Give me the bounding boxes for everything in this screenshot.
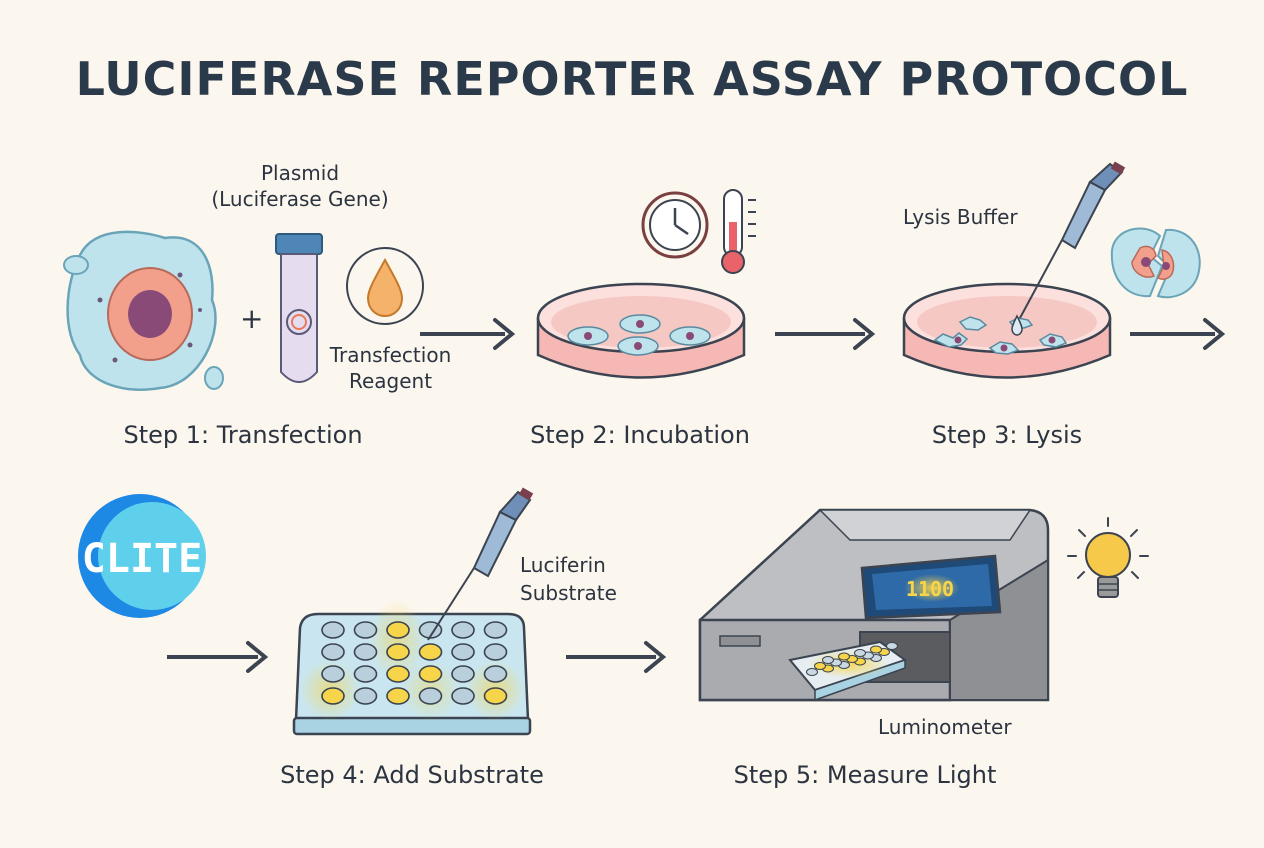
transfection-reagent-label: Transfection <box>329 343 452 367</box>
test-tube-icon <box>275 233 323 383</box>
well-plate-icon <box>292 600 532 736</box>
luminometer-icon: 1100 <box>698 508 1050 702</box>
plasmid-label: Plasmid <box>260 161 340 185</box>
well <box>483 643 508 661</box>
lysis-buffer-label: Lysis Buffer <box>903 205 1018 229</box>
pipette-icon <box>427 487 534 641</box>
well <box>418 687 443 705</box>
well <box>418 665 443 683</box>
display-reading: 1100 <box>906 577 954 601</box>
well <box>451 665 475 683</box>
plasmid-sub-label: (Luciferase Gene) <box>211 187 389 211</box>
step-3-label: Step 3: Lysis <box>931 421 1083 449</box>
step-5-label: Step 5: Measure Light <box>733 761 997 789</box>
logo-icon: CLITE <box>78 494 206 618</box>
thermometer-icon <box>721 189 756 274</box>
arrow-icon <box>775 318 876 350</box>
well <box>386 687 410 705</box>
well <box>483 665 508 683</box>
step-4-label: Step 4: Add Substrate <box>280 761 544 789</box>
petri-dish-icon <box>536 282 746 379</box>
well <box>418 643 443 661</box>
luciferin-label-2: Substrate <box>520 581 617 605</box>
luciferin-label: Luciferin <box>520 553 606 577</box>
arrow-icon <box>420 318 516 350</box>
transfection-reagent-label-2: Reagent <box>348 369 433 393</box>
page-title: LUCIFERASE REPORTER ASSAY PROTOCOL <box>75 52 1189 106</box>
well <box>353 621 378 639</box>
plus-sign: + <box>240 302 264 335</box>
well <box>451 621 475 639</box>
well <box>451 687 475 705</box>
arrow-icon <box>566 641 667 673</box>
well <box>838 652 850 661</box>
well <box>321 687 345 705</box>
well <box>386 621 410 639</box>
step-2-label: Step 2: Incubation <box>530 421 750 449</box>
well <box>806 668 818 676</box>
logo-text: CLITE <box>82 536 202 582</box>
well <box>321 665 345 683</box>
well <box>822 656 834 664</box>
petri-dish-icon <box>902 282 1112 379</box>
well <box>886 642 898 650</box>
well <box>353 643 378 661</box>
well <box>870 645 882 654</box>
cell-icon <box>63 230 224 391</box>
well <box>386 665 410 683</box>
arrow-icon <box>1130 318 1226 350</box>
well <box>854 649 866 657</box>
well <box>353 665 378 683</box>
well <box>483 687 508 705</box>
well <box>353 687 378 705</box>
well <box>814 662 826 670</box>
well <box>321 621 345 639</box>
well <box>386 643 410 661</box>
luminometer-label: Luminometer <box>878 715 1012 739</box>
clock-icon <box>641 191 709 259</box>
well <box>451 643 475 661</box>
light-bulb-icon <box>1067 517 1149 598</box>
lysed-cell-icon <box>1110 227 1201 299</box>
droplet-icon <box>346 247 424 325</box>
well <box>483 621 508 639</box>
well <box>321 643 345 661</box>
pipette-icon <box>1011 161 1126 336</box>
step-1-label: Step 1: Transfection <box>123 421 363 449</box>
arrow-icon <box>167 641 269 673</box>
